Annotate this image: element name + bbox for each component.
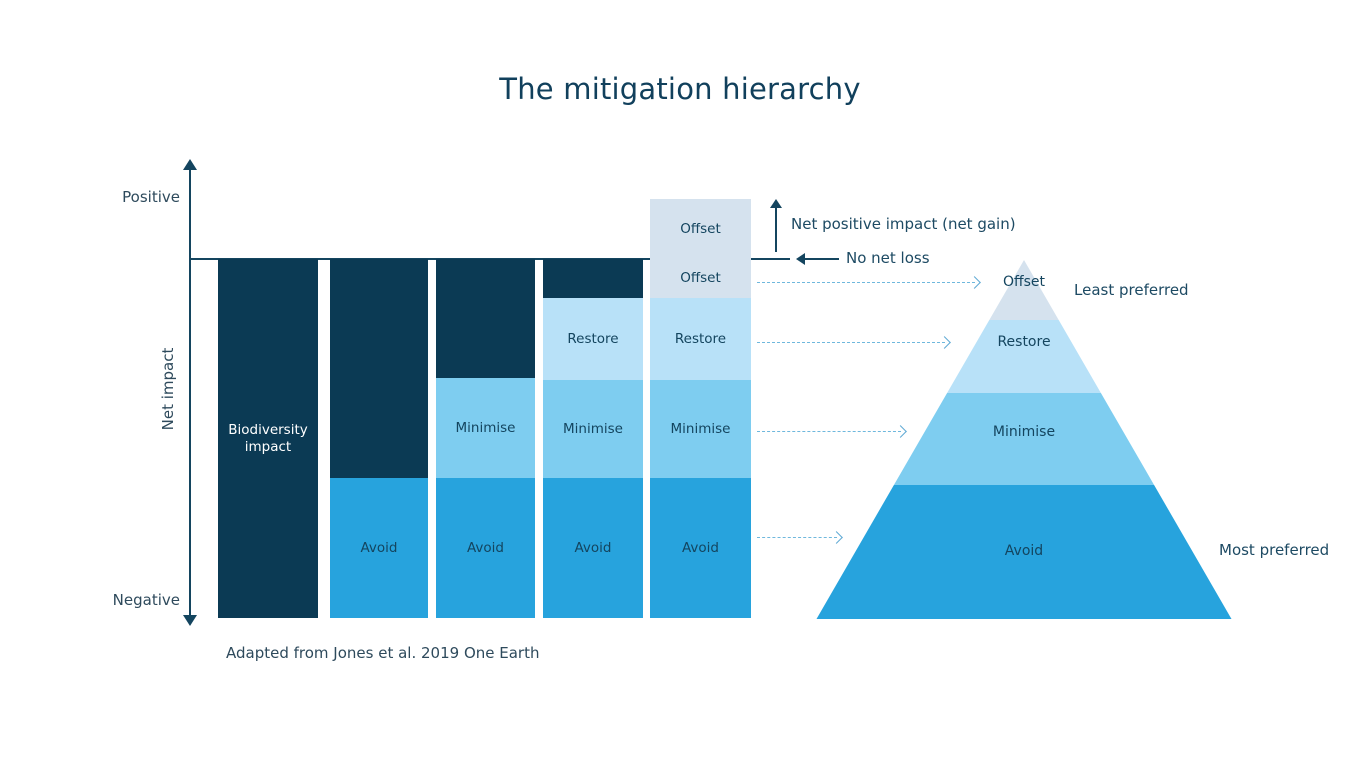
least-preferred-label: Least preferred	[1074, 281, 1189, 299]
no-net-loss-label: No net loss	[846, 249, 930, 267]
bar-segment-biodiversity-impact: Biodiversity impact	[218, 259, 318, 618]
pyramid-tier-restore	[947, 320, 1101, 393]
no-net-loss-arrow-shaft	[803, 258, 839, 260]
page-title: The mitigation hierarchy	[499, 72, 861, 106]
net-positive-arrow-icon	[770, 199, 782, 208]
source-attribution: Adapted from Jones et al. 2019 One Earth	[226, 644, 540, 662]
bar-segment-residual-impact	[330, 259, 428, 478]
bar-segment-residual-impact	[436, 259, 535, 378]
most-preferred-label: Most preferred	[1219, 541, 1330, 559]
bar-segment-avoid: Avoid	[330, 478, 428, 618]
pyramid-label-restore: Restore	[997, 334, 1051, 350]
net-positive-arrow-shaft	[775, 206, 777, 252]
pyramid-svg	[816, 260, 1232, 619]
connector-avoid	[757, 537, 837, 538]
bar-segment-restore: Restore	[543, 298, 643, 380]
pyramid-tier-offset	[989, 260, 1059, 320]
connector-offset	[757, 282, 975, 283]
bar-segment-avoid: Avoid	[650, 478, 751, 618]
axis-label-positive: Positive	[122, 188, 180, 206]
connector-minimise	[757, 431, 901, 432]
pyramid-label-avoid: Avoid	[1004, 543, 1044, 559]
bar-column-4: Restore Minimise Avoid	[543, 259, 643, 618]
mitigation-hierarchy-pyramid: Offset Restore Minimise Avoid	[816, 260, 1232, 620]
bar-column-3: Minimise Avoid	[436, 259, 535, 618]
bar-segment-minimise: Minimise	[543, 380, 643, 478]
bar-column-2: Avoid	[330, 259, 428, 618]
pyramid-label-offset: Offset	[1002, 274, 1046, 290]
bar-column-1: Biodiversity impact	[218, 259, 318, 618]
axis-label-net-impact: Net impact	[159, 347, 177, 431]
bar-segment-avoid: Avoid	[543, 478, 643, 618]
pyramid-label-minimise: Minimise	[992, 424, 1056, 440]
pyramid-tier-minimise	[893, 393, 1155, 485]
axis-arrow-down-icon	[183, 615, 197, 626]
net-positive-label: Net positive impact (net gain)	[791, 215, 1016, 233]
bar-column-5: Offset Offset Restore Minimise Avoid	[650, 199, 751, 618]
bar-segment-offset-net-gain: Offset	[650, 199, 751, 259]
bar-segment-restore: Restore	[650, 298, 751, 380]
bar-segment-minimise: Minimise	[436, 378, 535, 478]
y-axis-line	[189, 166, 191, 622]
bar-segment-minimise: Minimise	[650, 380, 751, 478]
bar-segment-avoid: Avoid	[436, 478, 535, 618]
no-net-loss-arrow-icon	[796, 253, 805, 265]
connector-restore	[757, 342, 945, 343]
axis-arrow-up-icon	[183, 159, 197, 170]
pyramid-tier-avoid	[816, 485, 1232, 619]
axis-label-negative: Negative	[112, 591, 180, 609]
bar-segment-residual-impact	[543, 259, 643, 298]
bar-segment-offset: Offset	[650, 259, 751, 298]
